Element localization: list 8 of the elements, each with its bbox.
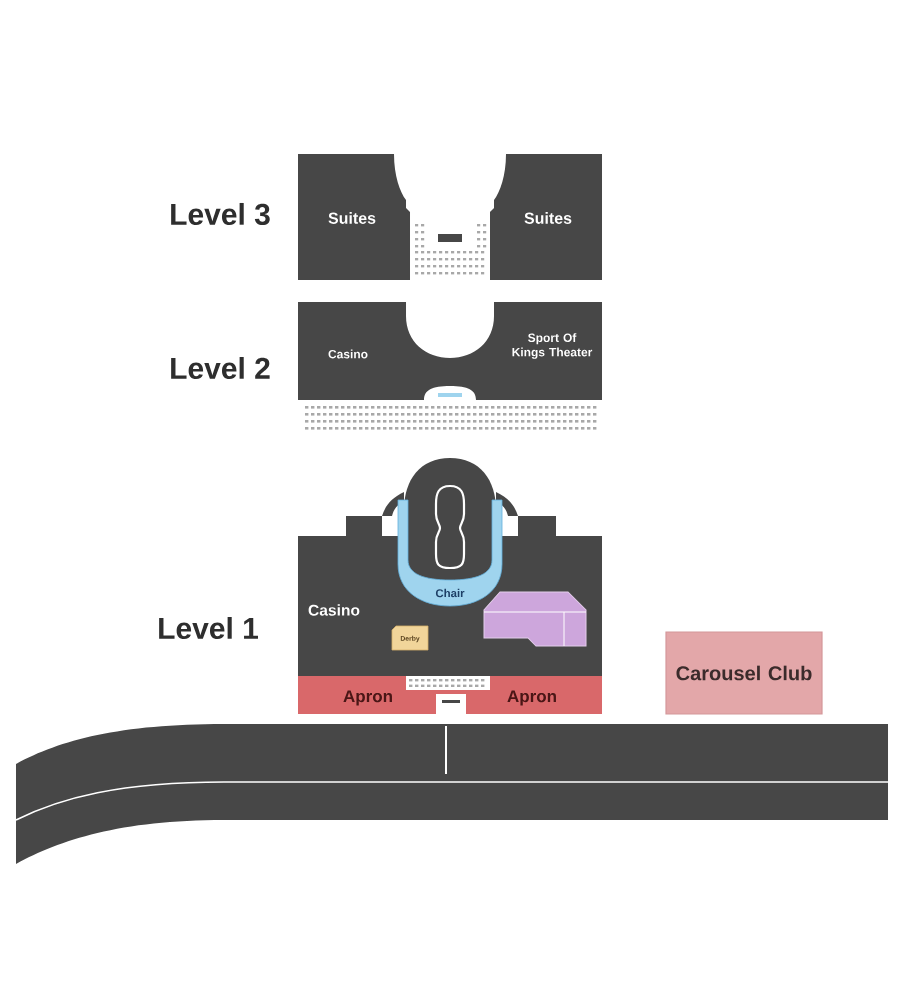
section-label: Suites	[524, 212, 572, 224]
level-label: Level 2	[171, 357, 270, 379]
level-label: Level 3	[171, 202, 270, 226]
section-label: Apron	[507, 690, 556, 706]
section-label: Apron	[343, 690, 392, 706]
level-label: Level 1	[159, 617, 258, 639]
section-label: Suites	[328, 212, 376, 224]
club-box: Carousel Club	[665, 631, 823, 715]
